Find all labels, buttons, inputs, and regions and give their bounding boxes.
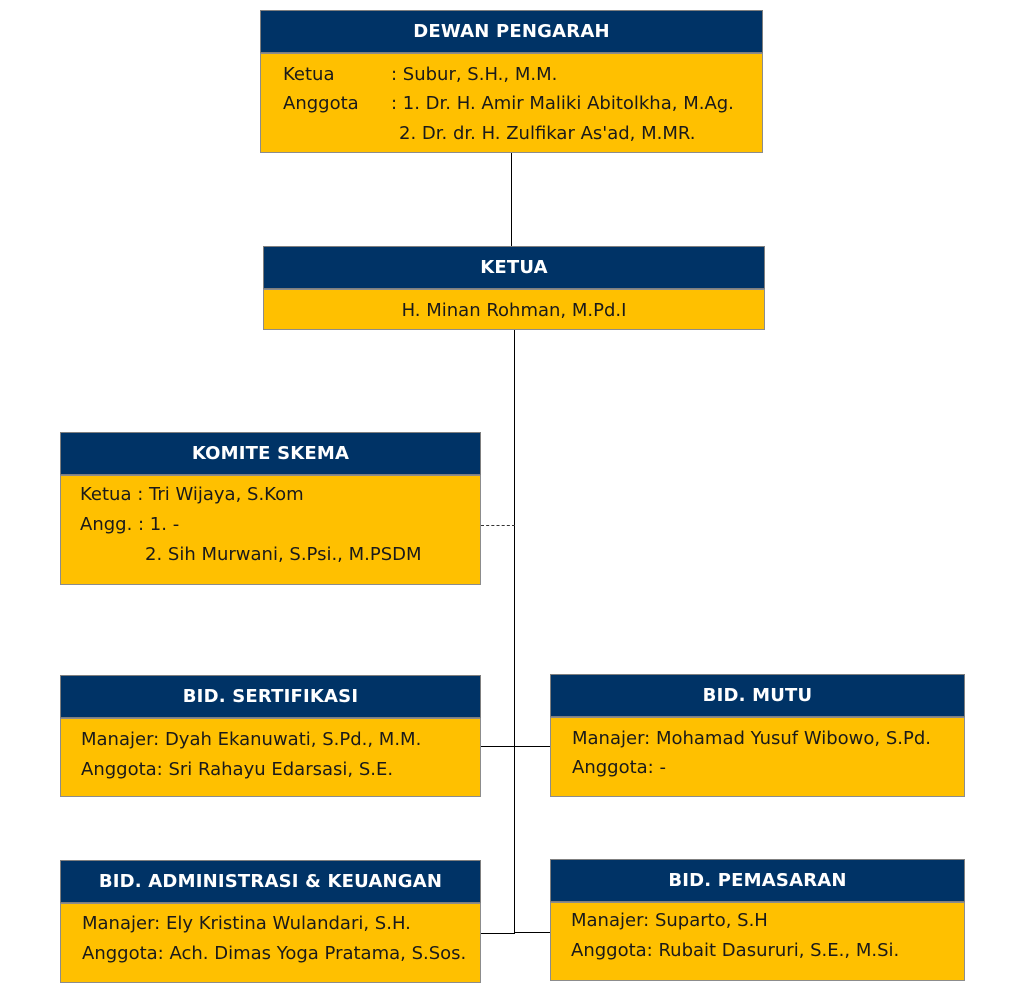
mutu-manajer: Manajer: Mohamad Yusuf Wibowo, S.Pd.: [572, 728, 931, 749]
connector-komite-dashed: [481, 525, 515, 526]
dewan-ketua-label: Ketua: [283, 64, 335, 85]
komite-line-2: Angg. : 1. -: [80, 514, 180, 535]
connector-sertifikasi: [481, 746, 515, 747]
pemasaran-anggota: Anggota: Rubait Dasururi, S.E., M.Si.: [571, 940, 900, 961]
ketua-name: H. Minan Rohman, M.Pd.I: [401, 300, 627, 321]
dewan-pengarah-body: Ketua : Subur, S.H., M.M. Anggota : 1. D…: [260, 53, 763, 153]
komite-line-3: 2. Sih Murwani, S.Psi., M.PSDM: [145, 544, 422, 565]
bid-sertifikasi-body: Manajer: Dyah Ekanuwati, S.Pd., M.M. Ang…: [60, 718, 481, 797]
komite-skema-body: Ketua : Tri Wijaya, S.Kom Angg. : 1. - 2…: [60, 475, 481, 585]
bid-administrasi-body: Manajer: Ely Kristina Wulandari, S.H. An…: [60, 903, 481, 983]
dewan-anggota-1: : 1. Dr. H. Amir Maliki Abitolkha, M.Ag.: [391, 93, 734, 114]
komite-line-1: Ketua : Tri Wijaya, S.Kom: [80, 484, 304, 505]
connector-administrasi: [481, 933, 515, 934]
pemasaran-manajer: Manajer: Suparto, S.H: [571, 910, 768, 931]
dewan-ketua-value: : Subur, S.H., M.M.: [391, 64, 558, 85]
node-ketua: KETUA H. Minan Rohman, M.Pd.I: [263, 246, 765, 330]
node-dewan-pengarah: DEWAN PENGARAH Ketua : Subur, S.H., M.M.…: [260, 10, 763, 153]
komite-skema-title: KOMITE SKEMA: [60, 432, 481, 475]
administrasi-anggota: Anggota: Ach. Dimas Yoga Pratama, S.Sos.: [82, 943, 467, 964]
bid-mutu-body: Manajer: Mohamad Yusuf Wibowo, S.Pd. Ang…: [550, 717, 965, 797]
connector-mutu: [514, 746, 550, 747]
node-bid-mutu: BID. MUTU Manajer: Mohamad Yusuf Wibowo,…: [550, 674, 965, 797]
node-bid-pemasaran: BID. PEMASARAN Manajer: Suparto, S.H Ang…: [550, 859, 965, 981]
bid-administrasi-title: BID. ADMINISTRASI & KEUANGAN: [60, 860, 481, 903]
node-komite-skema: KOMITE SKEMA Ketua : Tri Wijaya, S.Kom A…: [60, 432, 481, 585]
bid-pemasaran-title: BID. PEMASARAN: [550, 859, 965, 902]
connector-pemasaran: [514, 932, 550, 933]
node-bid-administrasi-keuangan: BID. ADMINISTRASI & KEUANGAN Manajer: El…: [60, 860, 481, 983]
dewan-anggota-2: 2. Dr. dr. H. Zulfikar As'ad, M.MR.: [399, 123, 696, 144]
ketua-title: KETUA: [263, 246, 765, 289]
administrasi-manajer: Manajer: Ely Kristina Wulandari, S.H.: [82, 913, 411, 934]
connector-main-trunk: [514, 330, 515, 933]
bid-sertifikasi-title: BID. SERTIFIKASI: [60, 675, 481, 718]
sertifikasi-anggota: Anggota: Sri Rahayu Edarsasi, S.E.: [81, 759, 394, 780]
connector-dewan-ketua: [511, 152, 512, 247]
bid-mutu-title: BID. MUTU: [550, 674, 965, 717]
dewan-anggota-label: Anggota: [283, 93, 359, 114]
mutu-anggota: Anggota: -: [572, 757, 666, 778]
dewan-pengarah-title: DEWAN PENGARAH: [260, 10, 763, 53]
node-bid-sertifikasi: BID. SERTIFIKASI Manajer: Dyah Ekanuwati…: [60, 675, 481, 797]
sertifikasi-manajer: Manajer: Dyah Ekanuwati, S.Pd., M.M.: [81, 729, 422, 750]
ketua-body: H. Minan Rohman, M.Pd.I: [263, 289, 765, 330]
bid-pemasaran-body: Manajer: Suparto, S.H Anggota: Rubait Da…: [550, 902, 965, 981]
